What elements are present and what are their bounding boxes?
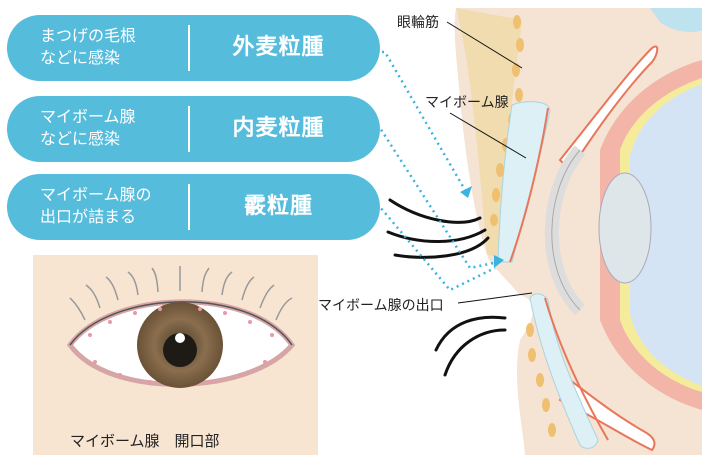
type-name: 外麦粒腫 — [232, 35, 325, 60]
upper-lashes — [69, 266, 293, 321]
label-opening: マイボーム腺 開口部 — [70, 432, 220, 450]
divider — [188, 106, 190, 152]
type-name: 霰粒腫 — [243, 194, 313, 219]
muscle-fibers — [490, 15, 556, 437]
cause-text: まつげの毛根 などに感染 — [40, 26, 137, 67]
gland-openings — [88, 307, 274, 384]
type-card-internal-hordeolum: マイボーム腺 などに感染 内麦粒腫 — [7, 96, 380, 162]
arrows — [358, 50, 499, 292]
type-name: 内麦粒腫 — [232, 116, 325, 141]
type-card-external-hordeolum: まつげの毛根 などに感染 外麦粒腫 — [7, 15, 380, 81]
eyelashes — [386, 198, 507, 377]
type-card-chalazion: マイボーム腺の 出口が詰まる 霰粒腫 — [7, 174, 380, 240]
label-meibomian-exit: マイボーム腺の出口 — [318, 298, 444, 314]
pupil — [163, 333, 197, 367]
divider — [188, 184, 190, 230]
divider — [188, 25, 190, 71]
cause-text: マイボーム腺 などに感染 — [40, 107, 136, 148]
cause-text: マイボーム腺の 出口が詰まる — [40, 185, 152, 226]
highlight — [175, 333, 185, 343]
label-meibomian: マイボーム腺 — [425, 95, 509, 111]
label-orbicularis: 眼輪筋 — [397, 15, 439, 31]
